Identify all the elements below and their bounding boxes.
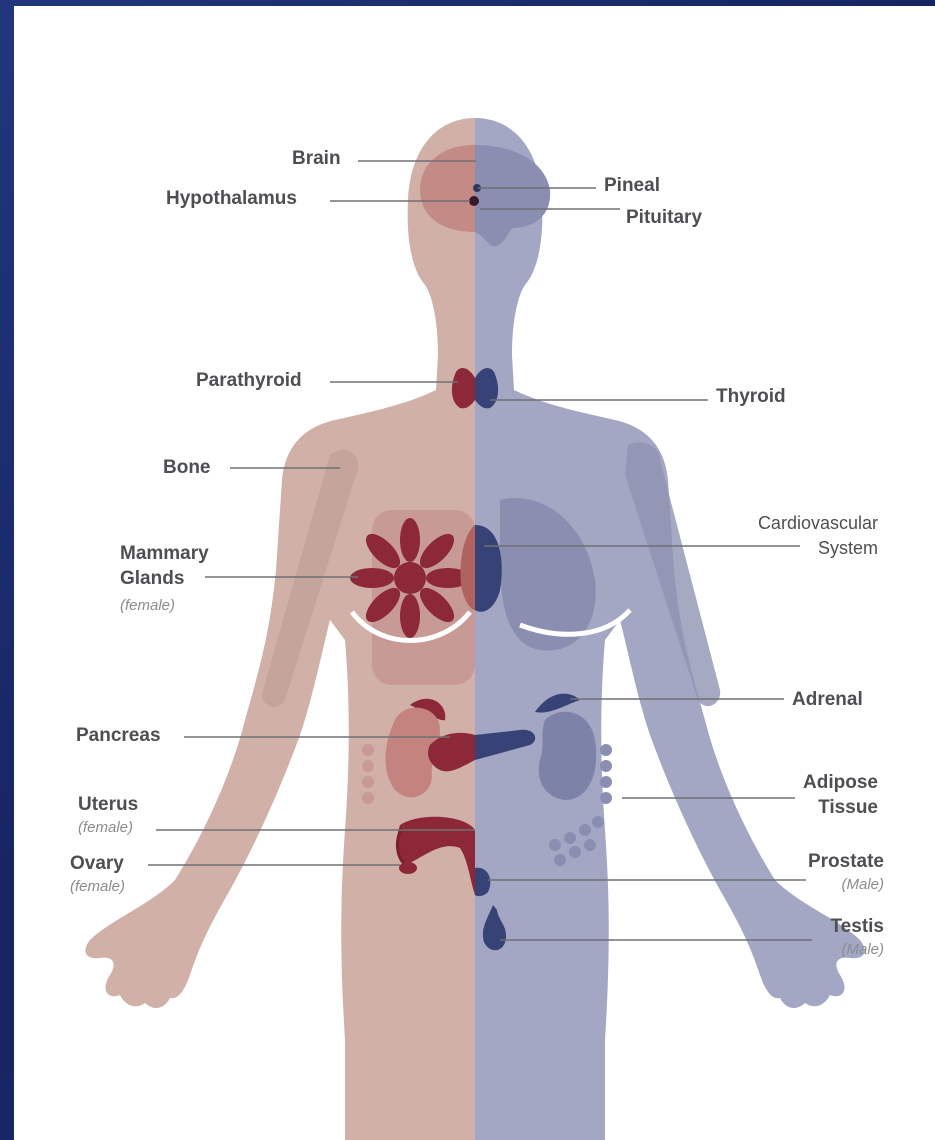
label-bone: Bone [163, 457, 211, 479]
label-ovary-note: (female) [70, 878, 125, 896]
label-pancreas: Pancreas [76, 725, 161, 747]
label-adipose-line2: Tissue [740, 797, 878, 819]
pituitary-hypothalamus [469, 196, 479, 206]
mammary-glands [350, 518, 470, 638]
label-hypothalamus: Hypothalamus [166, 188, 297, 210]
label-parathyroid: Parathyroid [196, 370, 302, 392]
label-mammary-note: (female) [120, 597, 175, 615]
label-prostate-note: (Male) [760, 876, 884, 894]
label-brain: Brain [292, 148, 341, 170]
label-uterus-note: (female) [78, 819, 133, 837]
kidney-male [539, 712, 597, 800]
label-pineal: Pineal [604, 175, 660, 197]
label-uterus: Uterus [78, 794, 138, 816]
label-testis: Testis [760, 916, 884, 938]
parathyroid [452, 368, 475, 408]
label-adipose-line1: Adipose [740, 772, 878, 794]
label-adrenal: Adrenal [792, 689, 863, 711]
label-mammary-line1: Mammary [120, 543, 209, 565]
label-cardiovascular-line2: System [690, 537, 878, 559]
label-thyroid: Thyroid [716, 386, 786, 408]
label-testis-note: (Male) [760, 941, 884, 959]
label-mammary-line2: Glands [120, 568, 184, 590]
ovary [399, 862, 417, 874]
label-ovary: Ovary [70, 853, 124, 875]
label-prostate: Prostate [760, 851, 884, 873]
label-cardiovascular-line1: Cardiovascular [690, 512, 878, 534]
thyroid [475, 368, 498, 408]
label-pituitary: Pituitary [626, 207, 702, 229]
